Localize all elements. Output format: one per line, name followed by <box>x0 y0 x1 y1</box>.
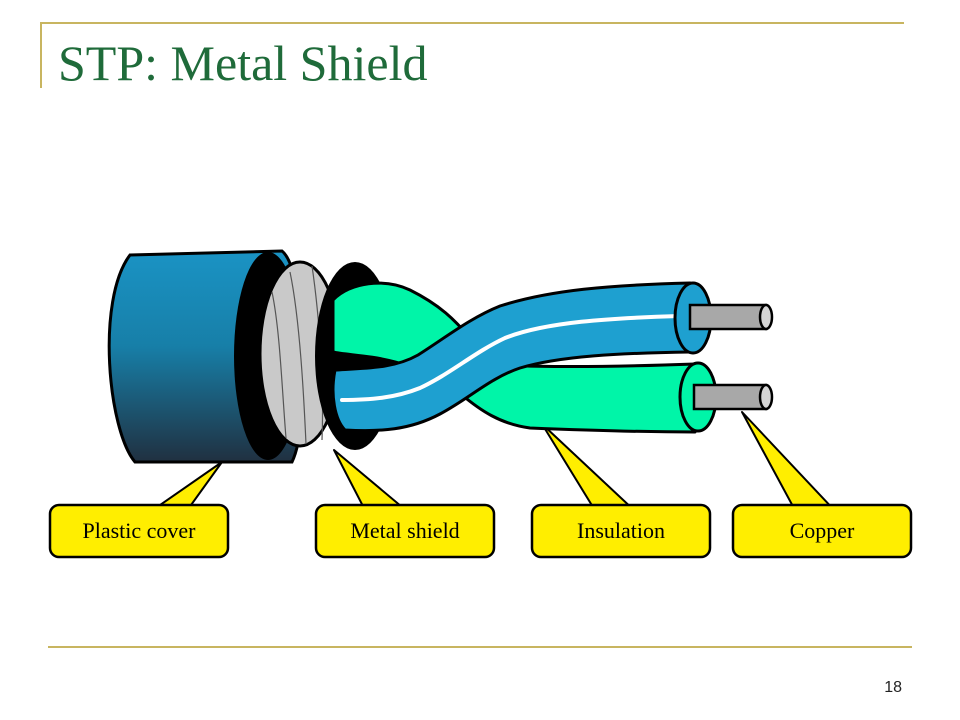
copper-callout: Copper <box>731 503 913 559</box>
top-copper-end <box>758 303 774 331</box>
page-number: 18 <box>884 679 902 696</box>
metal-shield-pointer <box>333 449 409 513</box>
plastic-cover-label: Plastic cover <box>82 518 196 543</box>
copper-label: Copper <box>790 518 855 543</box>
blue-wire-highlight <box>340 314 682 402</box>
insulation-pointer <box>541 423 637 513</box>
shield-wrap-line-2 <box>289 271 307 445</box>
footer-rule <box>48 646 912 648</box>
top-copper-conductor <box>688 303 768 331</box>
frame-left-rule <box>40 22 42 88</box>
plastic-cover-callout: Plastic cover <box>48 503 230 559</box>
insulation-callout: Insulation <box>530 503 712 559</box>
metal-shield-callout: Metal shield <box>314 503 496 559</box>
copper-pointer <box>741 411 837 513</box>
shield-wrap-line-1 <box>271 291 287 439</box>
bottom-copper-conductor <box>692 383 768 411</box>
bottom-copper-end <box>758 383 774 411</box>
frame-top-rule <box>40 22 904 24</box>
slide-title: STP: Metal Shield <box>58 35 428 91</box>
insulation-label: Insulation <box>577 518 665 543</box>
metal-shield-label: Metal shield <box>350 518 459 543</box>
